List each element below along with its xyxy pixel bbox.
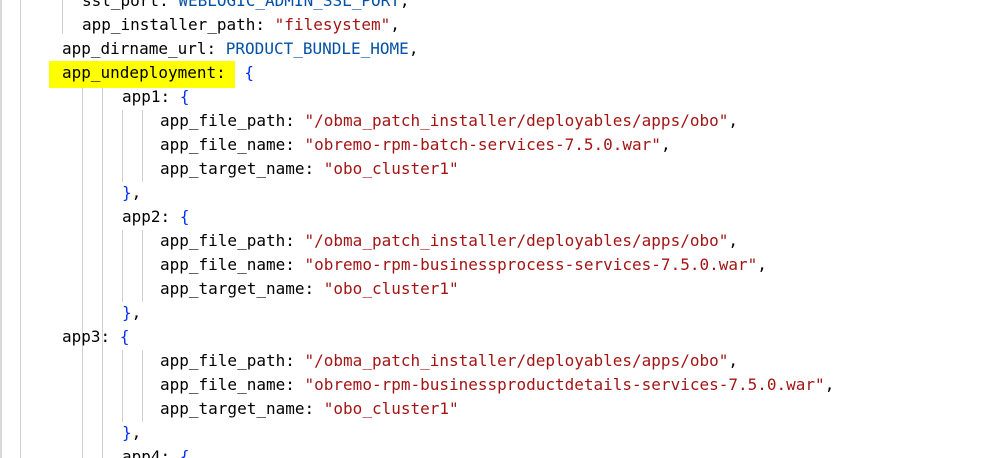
open-brace: { [179,207,190,226]
constant-value: WEBLOGIC_ADMIN_SSL_PORT [178,0,400,10]
code-line[interactable]: app_target_name: "obo_cluster1" [160,397,459,421]
code-line[interactable]: app2: { [122,205,189,229]
property-key: app_file_path [160,111,286,130]
colon: : [285,351,295,370]
colon: : [159,0,169,10]
comma: , [399,0,410,10]
colon: : [216,63,226,82]
string-value: "/obma_patch_installer/deployables/apps/… [304,351,729,370]
property-key: app_undeployment [62,63,217,82]
open-brace: { [244,63,255,82]
indent-guide [122,110,123,182]
colon: : [285,375,295,394]
property-key: app2 [122,207,161,226]
indent-guide [62,0,63,34]
comma: , [757,255,767,274]
constant-value: PRODUCT_BUNDLE_HOME [225,39,409,58]
code-line[interactable]: app3: { [62,325,129,349]
string-value: "obo_cluster1" [323,159,459,178]
close-brace: } [122,423,132,442]
code-line[interactable]: app_file_path: "/obma_patch_installer/de… [160,109,738,133]
colon: : [285,231,295,250]
code-line[interactable]: app1: { [122,85,189,109]
colon: : [160,207,171,226]
code-line[interactable]: ssl_port: WEBLOGIC_ADMIN_SSL_PORT, [82,0,410,13]
close-brace: } [122,303,132,322]
colon: : [160,87,171,106]
code-line[interactable]: app_target_name: "obo_cluster1" [160,157,459,181]
comma: , [824,375,835,394]
property-key: app_file_path [160,231,286,250]
colon: : [160,447,171,458]
string-value: "obremo-rpm-batch-services-7.5.0.war" [304,135,661,154]
indent-guide [102,86,103,458]
open-brace: { [119,327,130,346]
indent-guide [122,230,123,302]
string-value: "obremo-rpm-businessprocess-services-7.5… [304,255,758,274]
code-line[interactable]: app4: { [122,445,189,458]
indent-guide [122,350,123,422]
property-key: app_file_name [160,255,286,274]
colon: : [285,255,295,274]
code-line[interactable]: app_file_name: "obremo-rpm-businessprodu… [160,373,834,397]
open-brace: { [179,87,190,106]
comma: , [131,303,142,322]
property-key: app_dirname_url [62,39,207,58]
colon: : [285,135,295,154]
comma: , [660,135,671,154]
indent-guide [20,0,21,458]
string-value: "obremo-rpm-businessproductdetails-servi… [304,375,825,394]
code-line[interactable]: }, [122,181,141,205]
property-key: app_file_name [160,135,286,154]
search-highlight: app_undeployment: [49,61,235,88]
colon: : [304,279,315,298]
string-value: "obo_cluster1" [323,279,459,298]
comma: , [728,111,738,130]
indent-guide [82,86,83,458]
property-key: app_installer_path [82,15,256,34]
property-key: ssl_port [82,0,160,10]
colon: : [100,327,111,346]
code-line[interactable]: app_file_path: "/obma_patch_installer/de… [160,349,738,373]
colon: : [206,39,217,58]
colon: : [304,399,315,418]
property-key: app_target_name [160,159,305,178]
property-key: app1 [122,87,161,106]
property-key: app_file_name [160,375,286,394]
code-line[interactable]: }, [122,421,141,445]
property-key: app4 [122,447,161,458]
open-brace: { [179,447,190,458]
indent-guide [142,110,143,182]
colon: : [255,15,266,34]
property-key: app_target_name [160,399,305,418]
code-line[interactable]: app_undeployment: { [49,61,255,88]
comma: , [408,39,419,58]
string-value: "filesystem" [274,15,391,34]
code-line[interactable]: }, [122,301,141,325]
code-line[interactable]: app_dirname_url: PRODUCT_BUNDLE_HOME, [62,37,418,61]
string-value: "/obma_patch_installer/deployables/apps/… [304,231,729,250]
code-line[interactable]: app_installer_path: "filesystem", [82,13,400,37]
indent-guide [142,350,143,422]
comma: , [131,423,142,442]
property-key: app3 [62,327,101,346]
colon: : [304,159,315,178]
comma: , [131,183,142,202]
comma: , [728,351,738,370]
string-value: "/obma_patch_installer/deployables/apps/… [304,111,729,130]
code-line[interactable]: app_target_name: "obo_cluster1" [160,277,459,301]
string-value: "obo_cluster1" [323,399,459,418]
editor-left-border [0,0,2,458]
comma: , [390,15,400,34]
code-line[interactable]: app_file_name: "obremo-rpm-batch-service… [160,133,671,157]
code-line[interactable]: app_file_name: "obremo-rpm-businessproce… [160,253,767,277]
code-line[interactable]: app_file_path: "/obma_patch_installer/de… [160,229,738,253]
close-brace: } [122,183,132,202]
colon: : [285,111,295,130]
property-key: app_file_path [160,351,286,370]
property-key: app_target_name [160,279,305,298]
comma: , [728,231,738,250]
indent-guide [142,230,143,302]
